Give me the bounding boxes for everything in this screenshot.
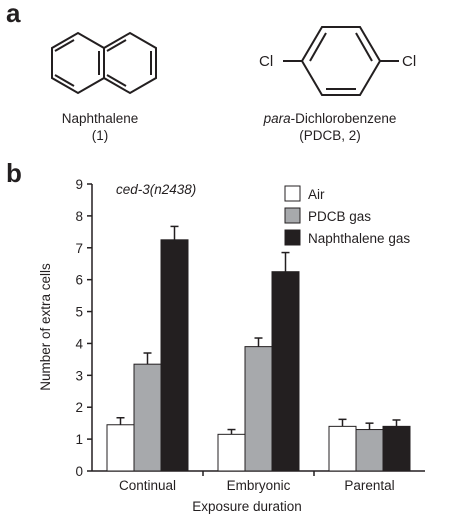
bar xyxy=(328,425,357,472)
x-axis-label: Exposure duration xyxy=(192,499,302,514)
y-axis-label: Number of extra cells xyxy=(38,263,53,391)
legend-label: PDCB gas xyxy=(308,209,371,224)
naphthalene-caption: Naphthalene (1) xyxy=(20,110,180,144)
y-tick-label: 4 xyxy=(75,336,83,351)
legend-label: Air xyxy=(308,187,325,202)
y-tick-label: 6 xyxy=(75,273,83,288)
bar xyxy=(244,346,273,472)
y-tick-label: 8 xyxy=(75,209,83,224)
naphthalene-structure xyxy=(51,31,157,95)
bar xyxy=(271,271,300,472)
panel-label-b: b xyxy=(6,158,22,188)
panel-label-a: a xyxy=(6,0,21,28)
pdcb-name-rest: -Dichlorobenzene xyxy=(290,111,397,126)
pdcb-caption: para-Dichlorobenzene (PDCB, 2) xyxy=(230,110,430,144)
bar xyxy=(217,433,246,472)
y-tick-label: 1 xyxy=(75,432,83,447)
pdcb-name: para-Dichlorobenzene xyxy=(230,110,430,127)
pdcb-name-prefix: para xyxy=(263,111,291,126)
legend-label: Naphthalene gas xyxy=(308,231,410,246)
chart-bars xyxy=(106,225,411,472)
naphthalene-number: (1) xyxy=(91,128,109,143)
chart-annotation: ced-3(n2438) xyxy=(116,182,196,197)
chloro-right-label: Cl xyxy=(402,53,416,70)
x-tick-label: Continual xyxy=(119,478,176,493)
y-tick-label: 7 xyxy=(75,241,83,256)
y-tick-label: 2 xyxy=(75,400,83,415)
legend-swatch xyxy=(284,185,301,202)
bar xyxy=(382,425,411,472)
bar xyxy=(355,429,384,472)
chemical-structures: Cl Cl xyxy=(51,26,416,96)
pdcb-structure xyxy=(283,26,399,96)
y-tick-label: 0 xyxy=(75,464,83,479)
legend-swatch xyxy=(284,229,301,246)
x-tick-label: Embryonic xyxy=(227,478,291,493)
bar xyxy=(106,424,135,472)
x-tick-label: Parental xyxy=(344,478,394,493)
chloro-left-label: Cl xyxy=(259,53,273,70)
y-tick-label: 5 xyxy=(75,305,83,320)
y-tick-label: 9 xyxy=(75,177,83,192)
pdcb-number: (PDCB, 2) xyxy=(299,128,361,143)
y-tick-label: 3 xyxy=(75,368,83,383)
legend-swatch xyxy=(284,207,301,224)
bar xyxy=(160,239,189,472)
bar xyxy=(133,363,162,472)
naphthalene-name: Naphthalene xyxy=(61,111,139,126)
